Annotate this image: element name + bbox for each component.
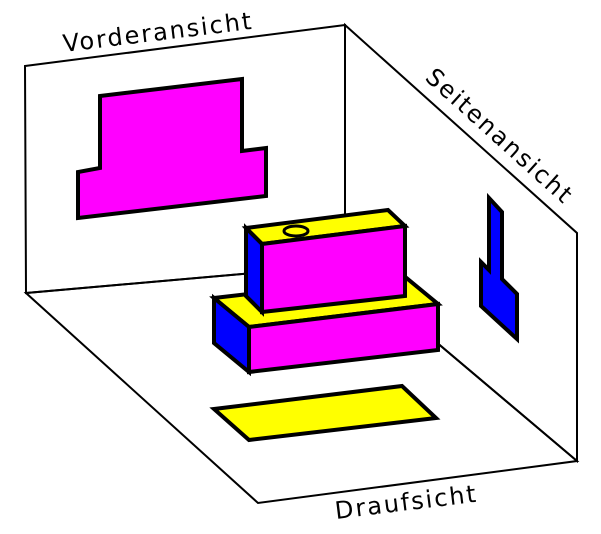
lower-block-front-face bbox=[247, 301, 440, 375]
front-view-label: Vorderansicht bbox=[61, 7, 254, 58]
front-view-projection bbox=[76, 76, 268, 221]
top-view-projection bbox=[209, 383, 441, 443]
side-view-label: Seitenansicht bbox=[420, 63, 579, 210]
top-view-label: Draufsicht bbox=[333, 480, 479, 525]
floor-top-plane bbox=[23, 263, 580, 505]
hole-marker bbox=[282, 224, 310, 238]
upper-block bbox=[241, 207, 410, 317]
upper-block-front-face bbox=[260, 223, 407, 315]
side-view-projection bbox=[479, 192, 519, 344]
upper-block-side-face bbox=[244, 223, 264, 317]
